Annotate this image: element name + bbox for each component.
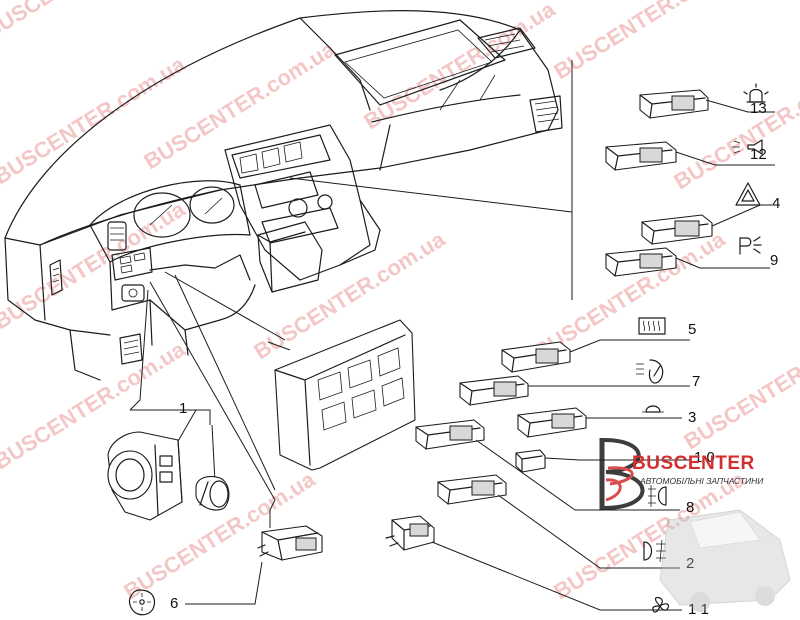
callout-8: 8: [686, 499, 694, 516]
switch-blank-cover: [515, 449, 690, 473]
watermark-layer: BUSCENTER.com.ua BUSCENTER.com.ua BUSCEN…: [0, 0, 800, 604]
callout-2: 2: [686, 555, 694, 572]
parking-light-icon: [739, 236, 762, 255]
switch-rear-wiper: [459, 375, 690, 406]
callout-12: 12: [750, 146, 767, 163]
callout-10: 1 0: [694, 449, 715, 466]
switch-interior-light: [517, 407, 682, 438]
callout-5: 5: [688, 321, 696, 338]
switch-horn: [605, 141, 775, 171]
beacon-light-icon: [743, 83, 769, 103]
callout-4: 4: [772, 195, 780, 212]
watermark-text: BUSCENTER.com.ua: [0, 196, 190, 334]
switch-beacon: [639, 89, 775, 119]
mirror-adjust-icon: [128, 589, 156, 616]
callout-3: 3: [688, 409, 696, 426]
front-fog-lamp-icon: [643, 539, 666, 563]
callout-1: 1: [179, 400, 187, 417]
callout-7: 7: [692, 373, 700, 390]
switch-group: [385, 89, 775, 611]
switch-bracket: [274, 319, 416, 471]
part-mirror-switch: [185, 510, 323, 605]
switch-rear-fog: [415, 419, 680, 511]
watermark-text: BUSCENTER.com.ua: [0, 0, 180, 44]
part-light-knob: [107, 409, 230, 521]
callout-labels: 1 2 3 4 5 6 7 8 9 1 0 1 1 12 13: [170, 100, 780, 618]
brand-name: BUSCENTER: [632, 453, 755, 474]
rear-defrost-icon: [638, 317, 666, 335]
watermark-text: BUSCENTER.com.ua: [669, 56, 800, 194]
brand-emblem: [599, 438, 645, 510]
callout-6: 6: [170, 595, 178, 612]
brand-tagline: АВТОМОБІЛЬНІ ЗАПЧАСТИНИ: [639, 476, 764, 486]
switch-hazard: [641, 204, 772, 245]
switch-front-fog: [437, 474, 680, 569]
van-silhouette: [659, 509, 791, 612]
dashboard-drawing: [4, 10, 563, 381]
switch-blower: [385, 515, 682, 611]
fan-icon: [652, 596, 670, 613]
brand-logo: BUSCENTER АВТОМОБІЛЬНІ ЗАПЧАСТИНИ: [599, 438, 791, 612]
watermark-text: BUSCENTER.com.ua: [549, 0, 749, 84]
switch-rear-defrost: [501, 339, 690, 373]
rear-fog-lamp-icon: [648, 485, 667, 507]
callout-11: 1 1: [688, 601, 709, 618]
switch-parking: [605, 247, 770, 277]
rear-wiper-icon: [636, 359, 664, 384]
horn-icon: [732, 139, 763, 155]
callout-9: 9: [770, 252, 778, 269]
leader-lines-dashboard: [129, 60, 573, 511]
callout-13: 13: [750, 100, 767, 117]
hazard-triangle-icon: [735, 182, 761, 206]
interior-light-icon: [642, 405, 664, 413]
